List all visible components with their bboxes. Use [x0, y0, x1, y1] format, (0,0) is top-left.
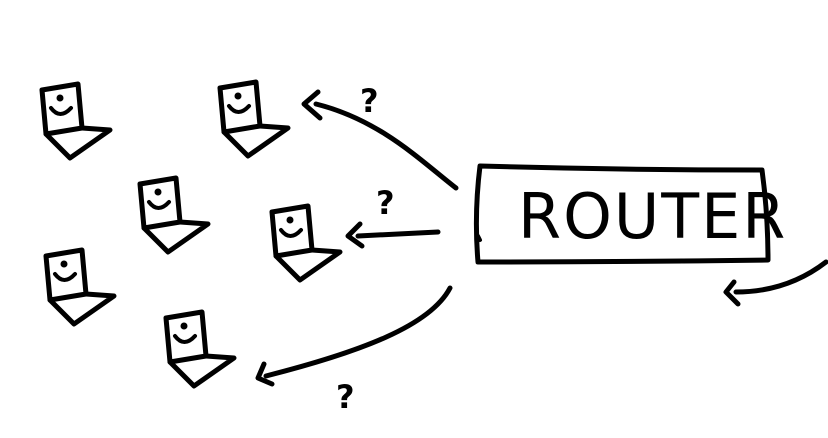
middle-arrow: ?: [345, 184, 441, 249]
lower-question-mark: ?: [336, 378, 355, 416]
laptop-3: [140, 178, 208, 252]
lower-arrow: ?: [255, 285, 453, 416]
laptop-6: [166, 312, 234, 386]
upper-arrow: ?: [301, 82, 459, 191]
laptop-4: [272, 206, 340, 280]
middle-question-mark: ?: [376, 184, 395, 222]
laptop-1: [42, 84, 110, 158]
router-box: ROUTER: [473, 163, 787, 265]
laptop-2: [220, 82, 288, 156]
upper-question-mark: ?: [360, 82, 379, 120]
laptop-5: [46, 250, 114, 324]
router-label: ROUTER: [518, 180, 787, 253]
incoming-arrow: [723, 259, 828, 307]
